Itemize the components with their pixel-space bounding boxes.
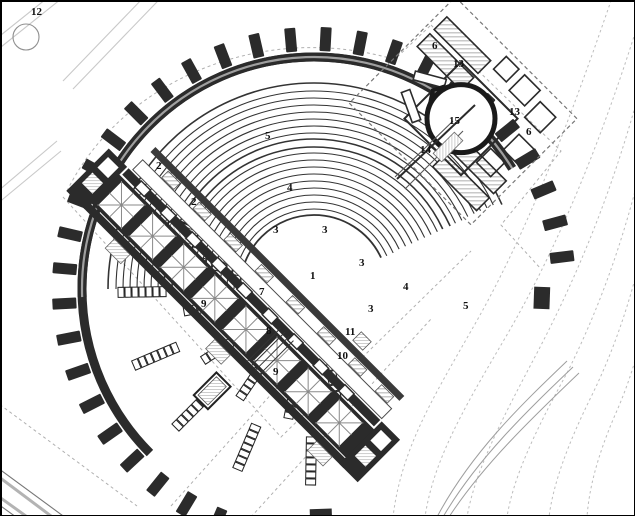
parodos-side-entrance <box>246 327 294 375</box>
plan-label-5-a: 5 <box>265 130 271 142</box>
upper-cavea-stairways <box>117 286 317 486</box>
pulpitum-front-wall <box>150 147 405 401</box>
plan-label-4-b: 4 <box>403 281 409 293</box>
plan-label-3-a: 3 <box>273 224 279 236</box>
plan-label-9-b: 9 <box>273 366 279 378</box>
plan-label-2-a: 2 <box>156 160 162 172</box>
plan-label-2-b: 2 <box>191 196 197 208</box>
road-marker-circle <box>12 23 40 51</box>
northeast-annexe <box>348 1 578 226</box>
plan-label-3-d: 3 <box>368 303 374 315</box>
service-rooms <box>475 55 557 178</box>
terrain-contours <box>392 1 634 515</box>
plan-label-8: 8 <box>266 325 272 337</box>
access-passage-14 <box>400 70 448 124</box>
scaenae-frons-wall <box>122 168 381 427</box>
plan-label-13-b: 13 <box>509 106 520 118</box>
plan-label-13-a: 13 <box>453 58 464 70</box>
analemma-end-walls <box>309 286 551 515</box>
plan-label-3-b: 3 <box>322 224 328 236</box>
annexe-link-wall <box>396 104 476 180</box>
plan-label-15: 15 <box>449 115 460 127</box>
modern-road-top-left <box>1 1 159 202</box>
plan-label-3-c: 3 <box>359 257 365 269</box>
terrain-contours-solid <box>437 360 580 515</box>
plan-label-4-a: 4 <box>287 182 293 194</box>
vaulted-chambers <box>89 173 376 459</box>
proscenium-niches <box>352 331 372 351</box>
plan-label-14: 14 <box>420 144 431 156</box>
stage-building <box>66 147 405 483</box>
plan-label-10: 10 <box>337 350 348 362</box>
stage-east-end-block <box>339 421 401 483</box>
modern-road-lower-left <box>1 469 63 515</box>
plan-label-7: 7 <box>259 286 265 298</box>
plan-label-11: 11 <box>345 326 356 338</box>
stage-west-end-block <box>66 148 128 210</box>
plan-label-1: 1 <box>310 270 316 282</box>
plan-label-12: 12 <box>31 6 42 18</box>
vomitorium-passage-upper <box>192 371 232 411</box>
plan-label-5-b: 5 <box>463 300 469 312</box>
ambulacrum-inner-wall <box>107 82 521 496</box>
ramp-step-hatching <box>432 131 464 163</box>
plan-label-9-a: 9 <box>201 298 207 310</box>
plan-label-6-a: 6 <box>432 40 438 52</box>
plan-label-6-b: 6 <box>526 126 532 138</box>
